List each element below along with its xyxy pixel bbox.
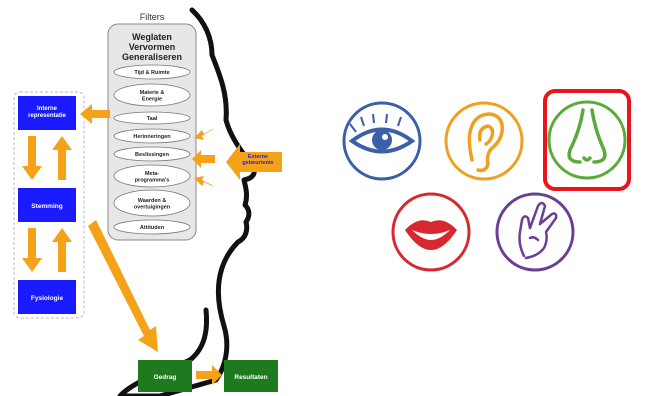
label-line: Attituden: [140, 225, 165, 231]
behavior-box: [138, 360, 192, 392]
label-line: Waarden &: [138, 198, 167, 204]
label-line: Stemming: [31, 203, 62, 210]
filter-ellipse: [113, 128, 191, 144]
label-line: Beslissingen: [135, 152, 170, 158]
label-line: gebeurtenis: [242, 160, 273, 166]
behavior-to-results-arrow: [196, 365, 222, 385]
filter-item: Herinneringen: [113, 128, 191, 144]
filter-item-label: Attituden: [140, 225, 165, 231]
mood-label: Stemming: [31, 203, 62, 210]
label-line: Taal: [147, 116, 158, 122]
feedback-arrows: [22, 136, 72, 272]
label-line: Generaliseren: [122, 52, 182, 62]
internal-representation-box: [18, 96, 76, 130]
filter-item-label: Meta-programma's: [135, 171, 170, 184]
label-line: Materie &: [140, 90, 165, 96]
nose-icon: [567, 108, 607, 164]
sense-sight: [342, 101, 422, 181]
label-line: Tijd & Ruimte: [134, 70, 169, 76]
mood-box: [18, 188, 76, 222]
filter-item-label: Taal: [147, 116, 158, 122]
label-line: Energie: [142, 96, 162, 102]
label-line: representatie: [28, 113, 66, 119]
label-line: Fysiologie: [31, 295, 64, 302]
filter-item-label: Tijd & Ruimte: [134, 70, 169, 76]
nose-highlight-frame: [543, 89, 631, 191]
sense-smell[interactable]: [543, 89, 631, 191]
filter-ellipse: [113, 83, 191, 107]
filter-ellipse: [113, 189, 191, 217]
label-line: Weglaten: [132, 32, 172, 42]
label-line: Herinneringen: [133, 134, 171, 140]
physiology-label: Fysiologie: [31, 295, 64, 302]
ear-icon: [467, 112, 504, 173]
label-line: overtuigingen: [134, 204, 171, 210]
results-label: Resultaten: [234, 374, 267, 381]
sense-hearing: [444, 101, 524, 181]
filter-item: Taal: [113, 111, 191, 125]
label-line: Interne: [37, 106, 58, 112]
physiology-box: [18, 280, 76, 314]
filter-item-label: Waarden &overtuigingen: [134, 198, 171, 211]
filter-item-label: Beslissingen: [135, 152, 170, 158]
sense-taste: [391, 192, 471, 272]
filter-ellipse: [113, 164, 191, 188]
filter-item: Meta-programma's: [113, 164, 191, 188]
senses-group: [342, 89, 631, 272]
filter-ellipse: [113, 146, 191, 162]
filter-item-label: Materie &Energie: [140, 90, 165, 103]
filter-item: Tijd & Ruimte: [113, 64, 191, 80]
results-box: [224, 360, 278, 392]
sense-touch: [495, 192, 575, 272]
external-event-arrow: [226, 144, 282, 180]
filter-item: Attituden: [113, 219, 191, 235]
incoming-arrows: [192, 128, 215, 187]
filters-title: Filters: [140, 12, 165, 22]
filter-ellipse: [113, 111, 191, 125]
hand-icon: [518, 201, 558, 260]
filter-ellipse: [113, 64, 191, 80]
label-line: programma's: [135, 177, 170, 183]
filter-item-label: Herinneringen: [133, 134, 171, 140]
filter-item: Waarden &overtuigingen: [113, 189, 191, 217]
filter-item: Materie &Energie: [113, 83, 191, 107]
behavior-label: Gedrag: [154, 374, 177, 381]
label-line: Meta-: [145, 171, 160, 177]
filter-item: Beslissingen: [113, 146, 191, 162]
label-line: Externe: [248, 154, 268, 160]
eye-icon: [348, 113, 416, 154]
label-line: Vervormen: [129, 42, 176, 52]
mouth-icon: [405, 220, 457, 250]
filter-to-representation-arrow: [80, 104, 110, 124]
filter-ellipse: [113, 219, 191, 235]
mood-to-behavior-arrow: [88, 220, 158, 352]
